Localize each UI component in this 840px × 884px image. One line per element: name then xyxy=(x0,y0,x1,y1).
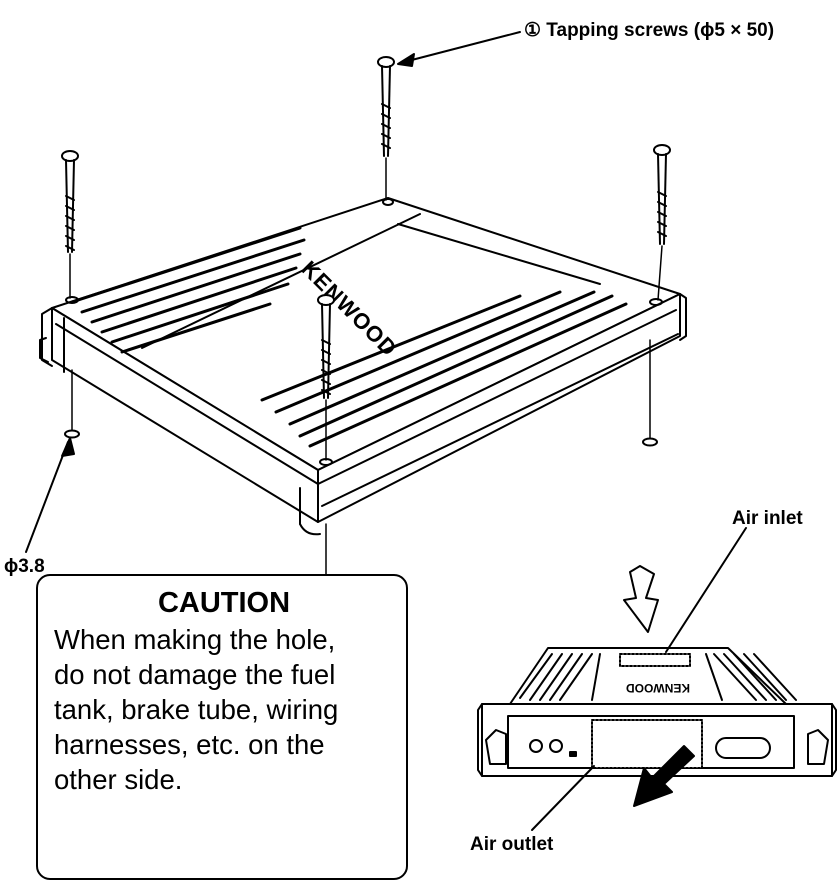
brand-logo-small: KENWOOD xyxy=(626,681,690,695)
hole-diameter-label: ϕ3.8 xyxy=(4,556,45,577)
air-inlet-label: Air inlet xyxy=(732,508,803,529)
air-outlet-arrow-icon xyxy=(633,745,695,807)
screws-label: ① Tapping screws (ϕ5 × 50) xyxy=(524,20,775,41)
tapping-screws xyxy=(61,56,671,399)
screws-label-leader xyxy=(397,31,521,67)
air-inlet-leader xyxy=(665,527,747,653)
hole-diameter-leader xyxy=(25,437,75,553)
screw-icon xyxy=(653,144,671,245)
air-outlet-leader xyxy=(531,765,595,831)
caution-title: CAUTION xyxy=(157,587,291,619)
screw-guide-lines xyxy=(69,157,663,651)
amplifier-main-unit: KENWOOD xyxy=(39,197,687,536)
air-outlet-label: Air outlet xyxy=(470,834,554,855)
screw-icon xyxy=(377,56,395,157)
caution-text: When making the hole, do not damage the … xyxy=(54,624,339,795)
amplifier-small-unit xyxy=(477,647,837,777)
air-inlet-arrow-icon xyxy=(623,565,659,633)
caution-box: CAUTION When making the hole, do not dam… xyxy=(36,574,408,880)
screw-icon xyxy=(61,150,79,253)
screw-icon xyxy=(317,294,335,399)
